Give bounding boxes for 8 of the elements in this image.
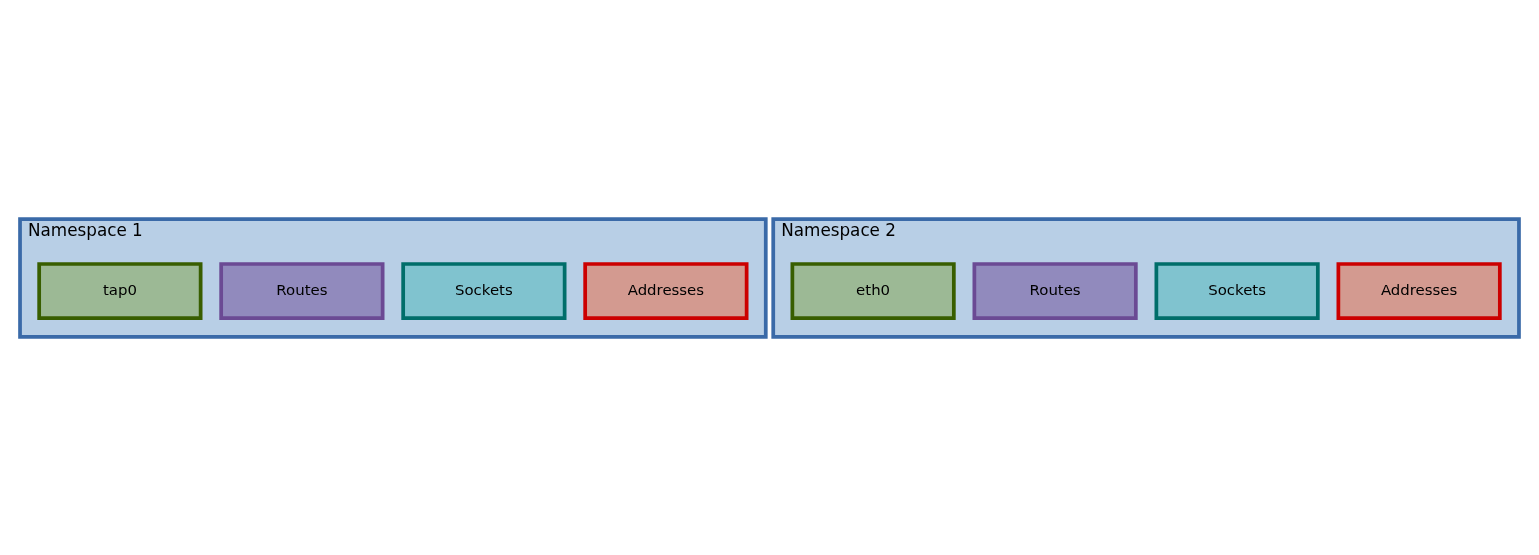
node-box: Routes <box>219 261 385 320</box>
node-box: eth0 <box>790 261 956 320</box>
node-box: Sockets <box>401 261 567 320</box>
node-box: tap0 <box>37 261 203 320</box>
node-box: Sockets <box>1154 261 1320 320</box>
node-box: Addresses <box>1336 261 1502 320</box>
node-box: Addresses <box>583 261 749 320</box>
node-box: Routes <box>972 261 1138 320</box>
